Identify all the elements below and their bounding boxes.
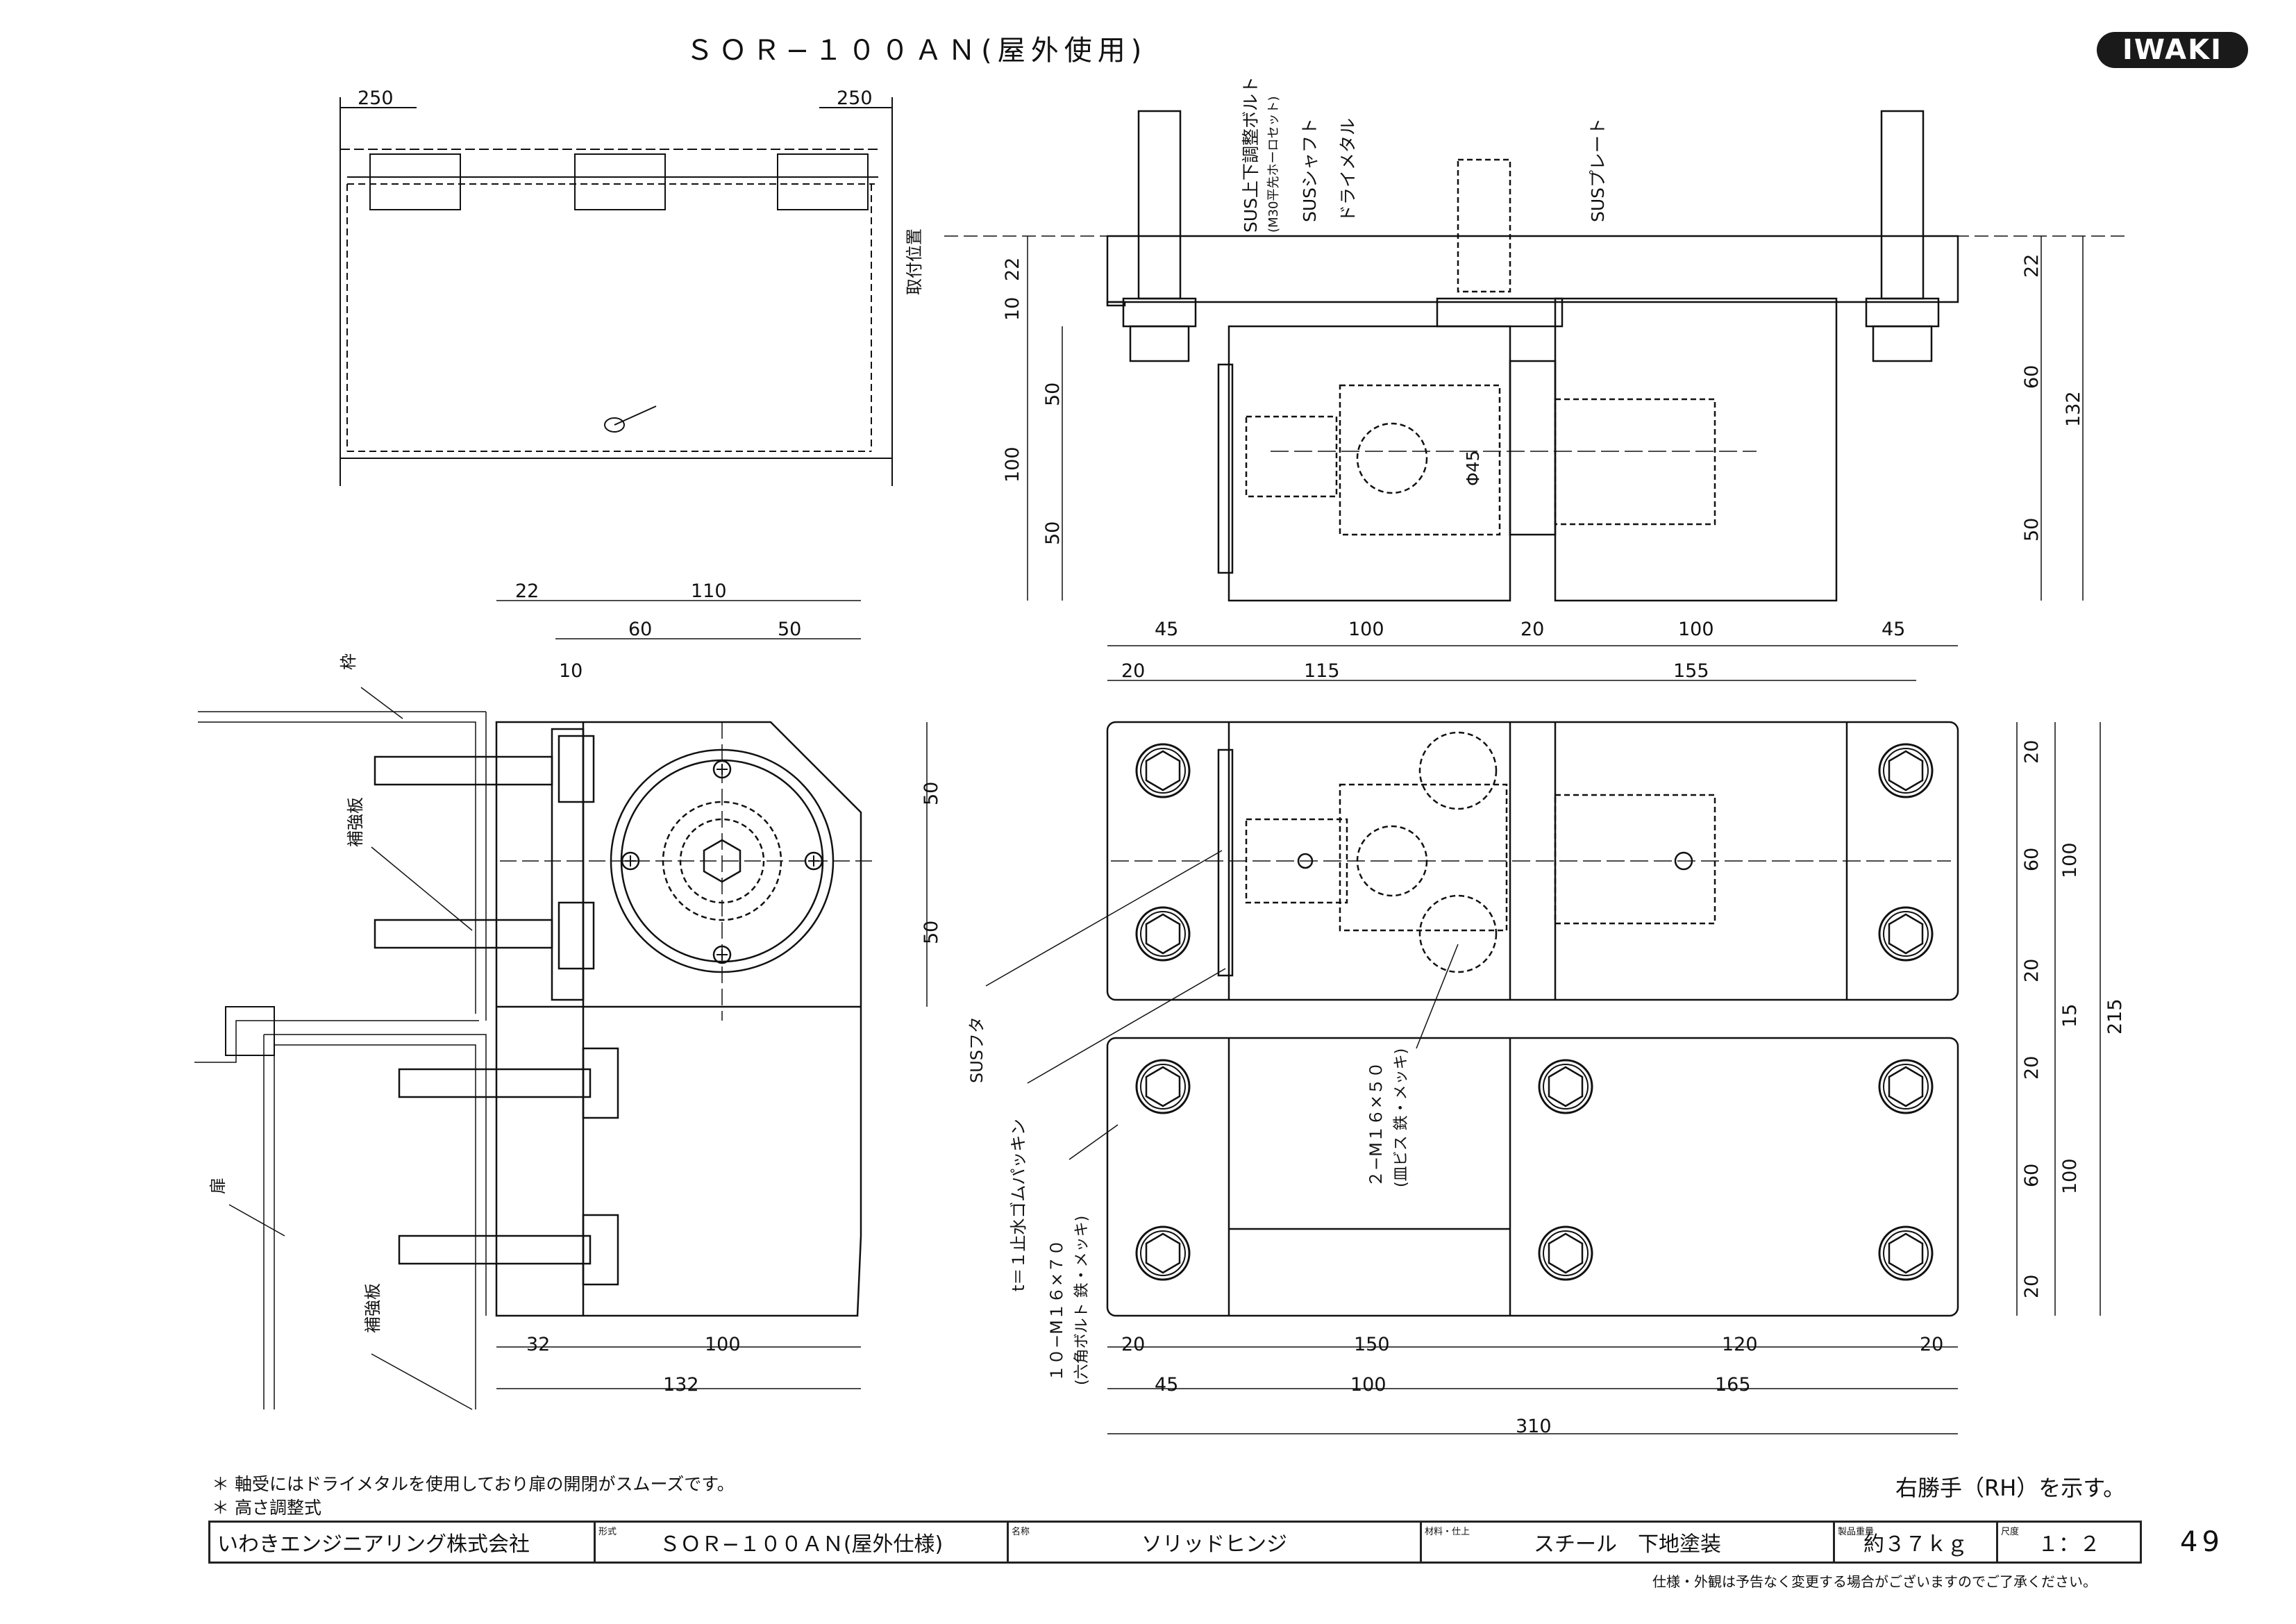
label-sus-cover: SUSフタ [967,1016,987,1083]
model-cell: 形式 ＳＯＲ−１００ＡＮ(屋外仕様) [594,1521,1009,1564]
model-value: ＳＯＲ−１００ＡＮ(屋外仕様) [659,1532,944,1557]
pv-dim-ba-3: 20 [1920,1334,1943,1355]
fe-dim-b-1: 100 [1348,619,1384,640]
label-shaft: SUSシャフト [1300,118,1320,222]
sv-dim-b-0: 32 [526,1334,550,1355]
scale-value: １：２ [2038,1532,2100,1557]
fe-dim-b-0: 45 [1155,619,1178,640]
sv-dim-t-4: 10 [559,660,583,682]
disclaimer: 仕様・外観は予告なく変更する場合がございますのでご了承ください。 [1652,1573,2097,1590]
sv-dim-t-3: 50 [778,619,801,640]
fe-dim-b-2: 20 [1520,619,1544,640]
page-number: 49 [2180,1526,2224,1558]
label-reinforce-1: 補強板 [346,797,365,847]
pv-dim-rc-1: 60 [2021,1164,2043,1187]
fe-dim-l-2: 50 [1042,383,1064,406]
mount-position-label: 取付位置 [905,228,924,295]
label-dry-metal: ドライメタル [1338,118,1358,222]
name-value: ソリッドヒンジ [1141,1532,1287,1557]
label-flat-screws: ２−M１６×５０ [1366,1062,1386,1187]
label-phi: Φ45 [1463,451,1483,487]
model-label: 形式 [598,1527,617,1537]
pv-dim-rb-1: 215 [2104,998,2126,1035]
label-door: 扉 [208,1178,228,1194]
pv-dim-ra-1: 60 [2021,848,2043,871]
pv-dim-bb-1: 100 [1350,1374,1386,1396]
fe-dim-r-0: 22 [2021,254,2043,278]
note-dry-metal: ＊ 軸受にはドライメタルを使用しており扉の開閉がスムーズです。 [212,1474,735,1494]
sv-dim-b-2: 132 [663,1374,699,1396]
top-dim-left: 250 [358,87,394,109]
name-cell: 名称 ソリッドヒンジ [1007,1521,1422,1564]
pv-dim-ra-3: 20 [2021,959,2043,982]
label-flat-screws-sub: (皿ビス 鉄・メッキ) [1393,1048,1410,1187]
company-cell: いわきエンジニアリング株式会社 [208,1521,596,1564]
fe-dim-l-3: 100 [1002,446,1023,483]
pv-dim-ra-2: 100 [2059,842,2081,878]
fe-dim-l-4: 50 [1042,521,1064,545]
note-height-adjust: ＊ 高さ調整式 [212,1498,321,1518]
pv-dim-rc-3: 20 [2021,1275,2043,1298]
pv-dim-bb-0: 45 [1155,1374,1178,1396]
weight-value: 約３７ｋｇ [1863,1532,1968,1557]
weight-cell: 製品重量 約３７ｋｇ [1833,1521,1998,1564]
pv-dim-ba-1: 150 [1354,1334,1390,1355]
side-view [194,600,928,1410]
sv-dim-r-1: 50 [921,921,942,944]
material-cell: 材料・仕上 スチール 下地塗装 [1420,1521,1835,1564]
name-label: 名称 [1012,1527,1030,1537]
weight-label: 製品重量 [1838,1527,1875,1537]
pv-dim-ra-0: 20 [2021,740,2043,764]
sv-dim-t-2: 60 [628,619,652,640]
fe-dim-b-4: 45 [1882,619,1905,640]
pv-dim-t-1: 115 [1304,660,1340,682]
label-frame: 枠 [339,653,358,670]
top-dim-right: 250 [837,87,873,109]
right-hand-note: 右勝手（RH）を示す。 [1895,1475,2126,1501]
pv-dim-rc-0: 20 [2021,1056,2043,1080]
page-title: ＳＯＲ−１００ＡＮ(屋外使用) [685,35,1148,67]
front-elevation [944,110,2125,646]
top-view [340,97,893,486]
label-hex-bolts: １０−M１６×７０ [1047,1239,1066,1382]
sv-dim-t-0: 22 [515,580,539,602]
company-name: いわきエンジニアリング株式会社 [217,1532,530,1557]
pv-dim-rb-0: 15 [2059,1004,2081,1028]
sv-dim-b-1: 100 [705,1334,741,1355]
fe-dim-l-0: 22 [1002,258,1023,281]
pv-dim-rc-2: 100 [2059,1158,2081,1194]
pv-dim-t-0: 20 [1121,660,1145,682]
label-adjust-bolt: SUS上下調整ボルト [1241,76,1261,233]
fe-dim-r-2: 132 [2063,391,2084,427]
pv-dim-bb-2: 165 [1715,1374,1751,1396]
pv-dim-ba-0: 20 [1121,1334,1145,1355]
label-gasket: t＝１止水ゴムパッキン [1009,1119,1028,1291]
label-adjust-bolt-sub: (M30平先ホーロセット) [1266,97,1281,233]
pv-dim-t-2: 155 [1673,660,1709,682]
label-reinforce-2: 補強板 [363,1283,383,1333]
fe-dim-r-3: 50 [2021,518,2043,542]
brand-logo: IWAKI [2097,32,2248,68]
label-plate: SUSプレート [1588,118,1608,222]
fe-dim-l-1: 10 [1002,297,1023,321]
pv-dim-bc: 310 [1516,1416,1552,1437]
plan-view [985,680,2101,1434]
sv-dim-t-1: 110 [691,580,727,602]
scale-cell: 尺度 １：２ [1996,1521,2142,1564]
fe-dim-b-3: 100 [1678,619,1714,640]
title-block: いわきエンジニアリング株式会社 形式 ＳＯＲ−１００ＡＮ(屋外仕様) 名称 ソリ… [208,1521,2142,1564]
material-value: スチール 下地塗装 [1534,1532,1721,1557]
label-hex-bolts-sub: (六角ボルト 鉄・メッキ) [1073,1216,1091,1385]
scale-label: 尺度 [2001,1527,2020,1537]
pv-dim-ba-2: 120 [1722,1334,1758,1355]
material-label: 材料・仕上 [1425,1527,1470,1537]
fe-dim-r-1: 60 [2021,365,2043,389]
sv-dim-r-0: 50 [921,782,942,805]
